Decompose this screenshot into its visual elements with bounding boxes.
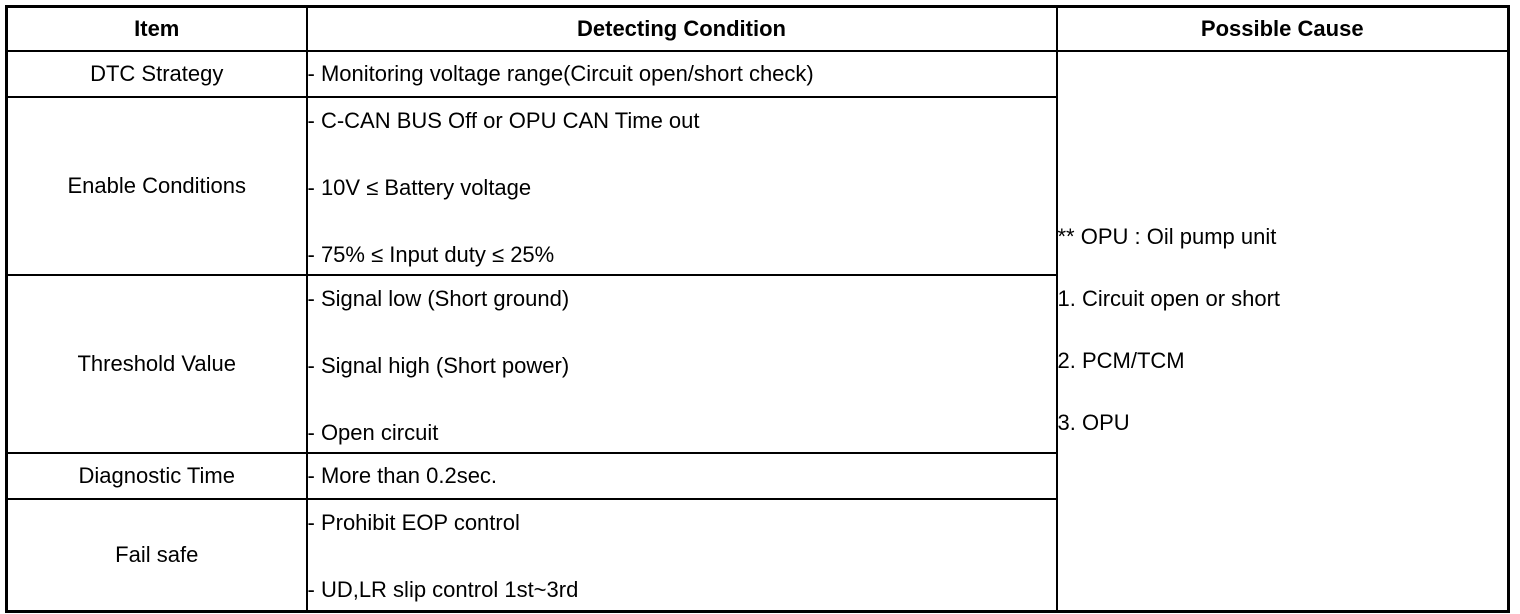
row-fail-safe: Fail safe - Prohibit EOP control - UD,LR… xyxy=(5,498,1509,612)
condition-line: - 10V ≤ Battery voltage xyxy=(307,175,532,200)
condition-enable-conditions: - C-CAN BUS Off or OPU CAN Time out - 10… xyxy=(305,96,1058,276)
condition-line: - 75% ≤ Input duty ≤ 25% xyxy=(307,242,555,267)
condition-dtc-strategy: - Monitoring voltage range(Circuit open/… xyxy=(305,50,1058,98)
item-dtc-strategy: DTC Strategy xyxy=(5,50,308,98)
condition-fail-safe: - Prohibit EOP control - UD,LR slip cont… xyxy=(305,498,1058,612)
cause-note: ** OPU : Oil pump unit xyxy=(1057,224,1277,249)
condition-line: - Open circuit xyxy=(307,420,439,445)
condition-diagnostic-time: - More than 0.2sec. xyxy=(305,452,1058,500)
condition-threshold-value: - Signal low (Short ground) - Signal hig… xyxy=(305,274,1058,454)
condition-line: - Signal high (Short power) xyxy=(307,353,570,378)
cause-item-3: 3. OPU xyxy=(1057,410,1130,435)
row-threshold-value: Threshold Value - Signal low (Short grou… xyxy=(5,274,1509,454)
header-row: Item Detecting Condition Possible Cause xyxy=(5,5,1510,52)
possible-cause-cell: ** OPU : Oil pump unit 1. Circuit open o… xyxy=(1055,50,1510,612)
condition-line: - Signal low (Short ground) xyxy=(307,286,570,311)
header-item: Item xyxy=(5,5,308,52)
condition-line: - Monitoring voltage range(Circuit open/… xyxy=(307,61,814,86)
row-enable-conditions: Enable Conditions - C-CAN BUS Off or OPU… xyxy=(5,96,1509,276)
dtc-table-container: Item Detecting Condition Possible Cause … xyxy=(5,5,1510,613)
row-dtc-strategy: DTC Strategy - Monitoring voltage range(… xyxy=(5,50,1510,612)
item-enable-conditions: Enable Conditions xyxy=(5,96,308,276)
cause-item-1: 1. Circuit open or short xyxy=(1057,286,1281,311)
item-threshold-value: Threshold Value xyxy=(5,274,308,454)
item-diagnostic-time: Diagnostic Time xyxy=(5,452,308,500)
dtc-spec-table: Item Detecting Condition Possible Cause … xyxy=(5,5,1510,613)
condition-line: - UD,LR slip control 1st~3rd xyxy=(307,577,579,602)
item-fail-safe: Fail safe xyxy=(5,498,308,612)
header-detecting-condition: Detecting Condition xyxy=(305,5,1058,52)
condition-line: - More than 0.2sec. xyxy=(307,463,498,488)
row-diagnostic-time: Diagnostic Time - More than 0.2sec. xyxy=(5,452,1509,500)
condition-line: - C-CAN BUS Off or OPU CAN Time out xyxy=(307,108,700,133)
condition-line: - Prohibit EOP control xyxy=(307,510,520,535)
cause-item-2: 2. PCM/TCM xyxy=(1057,348,1185,373)
header-possible-cause: Possible Cause xyxy=(1055,5,1510,52)
